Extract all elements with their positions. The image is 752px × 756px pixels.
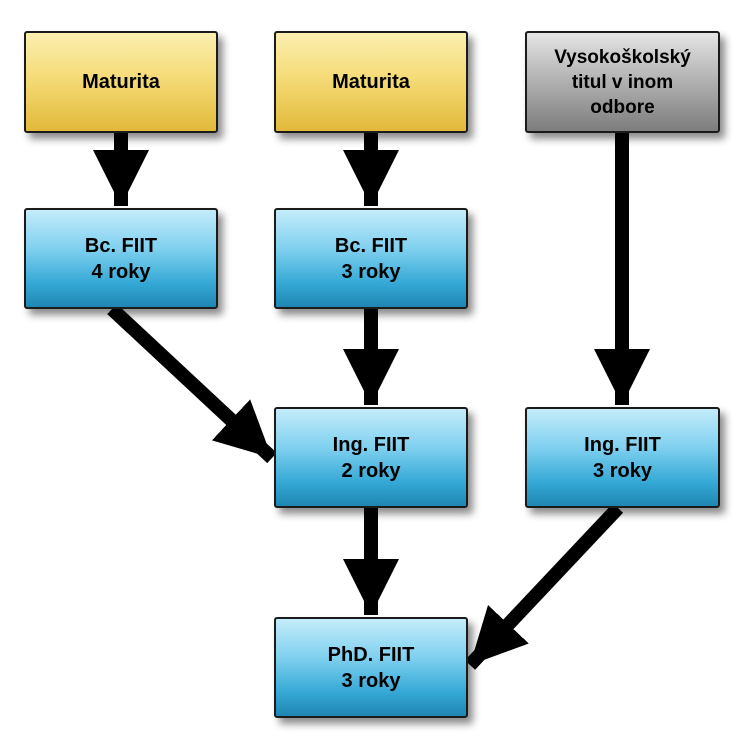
arrow-bc-4-roky-to-ing-2-roky — [107, 303, 277, 464]
node-phd-fiit-3-roky: PhD. FIIT 3 roky — [274, 617, 468, 718]
node-label: Maturita — [82, 71, 160, 93]
arrow-ing-3-roky-to-phd — [464, 503, 624, 670]
node-label: Maturita — [332, 71, 410, 93]
node-bc-fiit-4-roky: Bc. FIIT 4 roky — [24, 208, 218, 309]
node-maturita-1: Maturita — [24, 31, 218, 133]
node-maturita-2: Maturita — [274, 31, 468, 133]
node-ing-fiit-3-roky: Ing. FIIT 3 roky — [525, 407, 720, 508]
node-bc-fiit-3-roky: Bc. FIIT 3 roky — [274, 208, 468, 309]
node-label: Ing. FIIT 3 roky — [584, 433, 661, 482]
node-label: Bc. FIIT 4 roky — [84, 234, 158, 283]
node-label: Vysokoškolský titul v inom odbore — [554, 46, 691, 118]
node-label: Ing. FIIT 2 roky — [332, 433, 410, 482]
node-ing-fiit-2-roky: Ing. FIIT 2 roky — [274, 407, 468, 508]
node-label: Bc. FIIT 3 roky — [334, 234, 408, 283]
node-label: PhD. FIIT 3 roky — [327, 643, 415, 692]
node-vysokoskolsky-titul: Vysokoškolský titul v inom odbore — [525, 31, 720, 133]
